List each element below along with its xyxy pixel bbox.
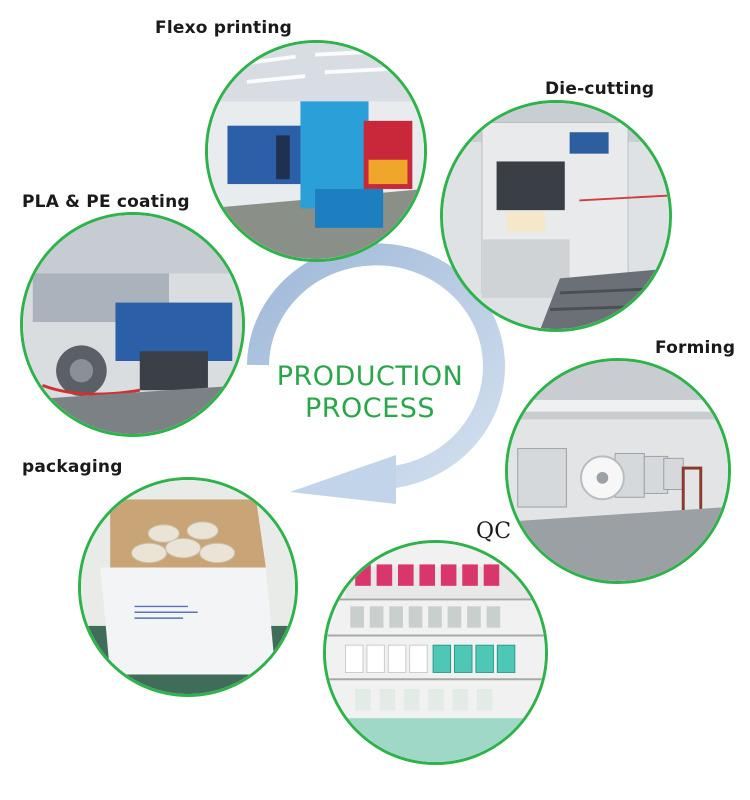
qc-photo [323, 540, 548, 765]
cup-forming-factory-icon [508, 361, 728, 581]
die-cutting-machine-icon [443, 103, 669, 329]
flexo-printing-machine-icon [208, 43, 424, 259]
coating-machine-icon [23, 215, 242, 434]
label-qc: QC [476, 519, 512, 544]
label-die-cutting: Die-cutting [545, 79, 655, 99]
center-title-line2: PROCESS [305, 393, 435, 424]
packaging-box-icon [81, 480, 295, 694]
forming-photo [505, 358, 731, 584]
die-cutting-photo [440, 100, 672, 332]
packaging-photo [78, 477, 298, 697]
label-flexo-printing: Flexo printing [155, 18, 293, 38]
label-packaging: packaging [22, 457, 123, 477]
cup-shelf-icon [326, 543, 545, 762]
center-title-line1: PRODUCTION [276, 361, 464, 392]
label-forming: Forming [655, 338, 736, 358]
label-coating: PLA & PE coating [22, 192, 190, 212]
coating-photo [20, 212, 245, 437]
flexo-printing-photo [205, 40, 427, 262]
center-title: PRODUCTION PROCESS [250, 361, 490, 425]
